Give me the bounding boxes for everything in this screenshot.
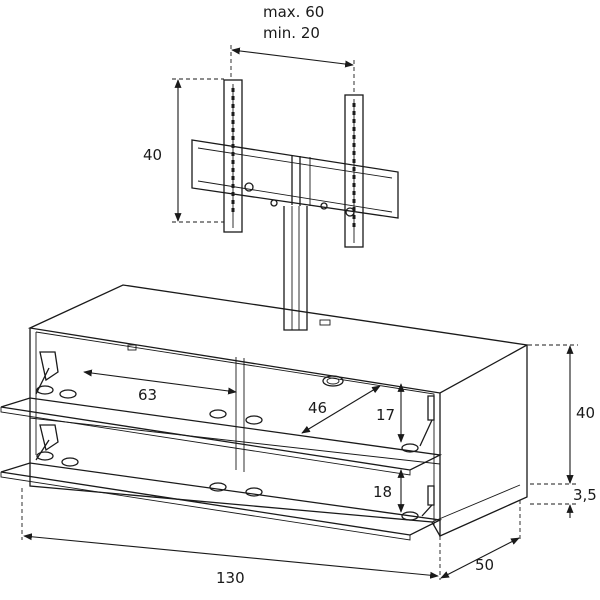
rail-slot [352, 191, 356, 195]
mount-rail-left [223, 79, 243, 233]
dim-shelf-depth [301, 385, 381, 434]
rail-slot [352, 103, 356, 107]
dim-shelf-width [83, 369, 237, 395]
label-shelf-depth: 46 [308, 399, 327, 417]
flap-pad [401, 511, 419, 521]
cabinet-top [27, 284, 529, 394]
label-lower-shelf-height: 18 [373, 483, 392, 501]
rail-slot [231, 208, 235, 212]
flap-pad [209, 409, 227, 419]
rail-slot [231, 120, 235, 124]
rail-slot [231, 144, 235, 148]
rail-slot [231, 96, 235, 100]
rail-slot [352, 175, 356, 179]
rail-slot [352, 207, 356, 211]
rail-slot [352, 143, 356, 147]
label-cabinet-depth: 50 [475, 556, 494, 574]
rail-slot [352, 223, 356, 227]
dim-cabinet-width [23, 533, 439, 579]
flap-pad [401, 443, 419, 453]
label-foot-height: 3,5 [573, 486, 597, 504]
flap-pad [61, 457, 79, 467]
rail-slot [231, 128, 235, 132]
dimension-lines [21, 45, 578, 580]
rail-slot [352, 159, 356, 163]
dim-cabinet-depth [440, 537, 520, 579]
label-wall-min: min. 20 [263, 24, 320, 42]
rail-slot [231, 136, 235, 140]
mount-column [283, 206, 308, 331]
flap-pad [59, 389, 77, 399]
label-cabinet-height: 40 [576, 404, 595, 422]
flap-pad [245, 487, 263, 497]
labels: max. 60 min. 20 40 63 46 17 18 40 3,5 13… [138, 3, 597, 587]
rail-slot [231, 176, 235, 180]
rail-slot [231, 192, 235, 196]
flap-pad [245, 415, 263, 425]
rail-slot [231, 88, 235, 92]
rail-slot [231, 184, 235, 188]
upper-flap [0, 397, 443, 471]
label-shelf-width: 63 [138, 386, 157, 404]
mount-rail-right [344, 94, 364, 248]
rail-slot [352, 119, 356, 123]
label-wall-max: max. 60 [263, 3, 324, 21]
rail-slot [231, 200, 235, 204]
label-upper-shelf-height: 17 [376, 406, 395, 424]
flap-pad [36, 451, 54, 461]
flap-pads [36, 385, 419, 521]
rail-slot [352, 215, 356, 219]
rail-slot [352, 127, 356, 131]
dim-rail-spacing [231, 47, 354, 68]
rail-slot [231, 112, 235, 116]
rail-holes [231, 88, 356, 227]
rail-slot [352, 183, 356, 187]
rail-slot [352, 167, 356, 171]
flap-pad [209, 482, 227, 492]
rail-slot [352, 135, 356, 139]
cabinet-side [439, 345, 528, 538]
label-bracket-height: 40 [143, 146, 162, 164]
rail-slot [352, 151, 356, 155]
rail-slot [231, 104, 235, 108]
rail-slot [231, 168, 235, 172]
cabinet [0, 284, 529, 541]
rail-slot [231, 160, 235, 164]
tv-mount [191, 79, 399, 331]
lower-flap [0, 462, 443, 536]
rail-slot [352, 199, 356, 203]
rail-slot [231, 152, 235, 156]
mount-frame [191, 139, 399, 219]
label-cabinet-width: 130 [216, 569, 245, 587]
rail-slot [352, 111, 356, 115]
flap-pad [36, 385, 54, 395]
